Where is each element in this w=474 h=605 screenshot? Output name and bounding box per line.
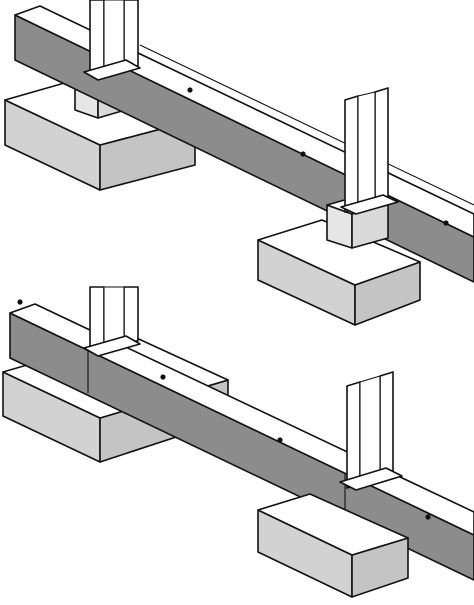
column-web bbox=[357, 91, 376, 209]
column-flange bbox=[344, 95, 359, 213]
lower-assembly bbox=[2, 286, 474, 598]
column-web bbox=[103, 0, 125, 71]
anchor-bolt-hole bbox=[187, 87, 193, 93]
upper-right-footing bbox=[257, 219, 421, 326]
base-plate bbox=[340, 194, 399, 215]
lower-right-steel-column bbox=[339, 371, 403, 491]
column-flange bbox=[123, 286, 139, 342]
column-web bbox=[359, 375, 381, 485]
upper-left-steel-column bbox=[83, 0, 141, 81]
lower-right-footing bbox=[257, 493, 409, 598]
lower-left-steel-column bbox=[83, 286, 141, 357]
column-flange bbox=[379, 371, 394, 479]
column-flange bbox=[374, 87, 389, 205]
sill-plate-edge bbox=[139, 44, 474, 206]
upper-assembly bbox=[4, 0, 474, 326]
base-plate bbox=[83, 335, 141, 357]
column-flange bbox=[89, 286, 105, 348]
footing-top-face bbox=[257, 493, 409, 556]
column-web bbox=[103, 286, 125, 345]
footing-top-face bbox=[257, 219, 421, 286]
upper-right-steel-column bbox=[340, 87, 399, 215]
column-flange bbox=[89, 0, 105, 75]
column-flange bbox=[346, 381, 361, 489]
anchor-bolt-hole bbox=[300, 151, 306, 157]
base-plate bbox=[83, 59, 141, 81]
anchor-bolt-hole bbox=[17, 299, 23, 305]
column-flange bbox=[123, 0, 139, 67]
base-plate bbox=[339, 467, 403, 491]
anchor-bolt-hole bbox=[425, 514, 431, 520]
anchor-bolt-hole bbox=[160, 374, 166, 380]
anchor-bolt-hole bbox=[443, 220, 449, 226]
anchor-bolt-hole bbox=[277, 437, 283, 443]
